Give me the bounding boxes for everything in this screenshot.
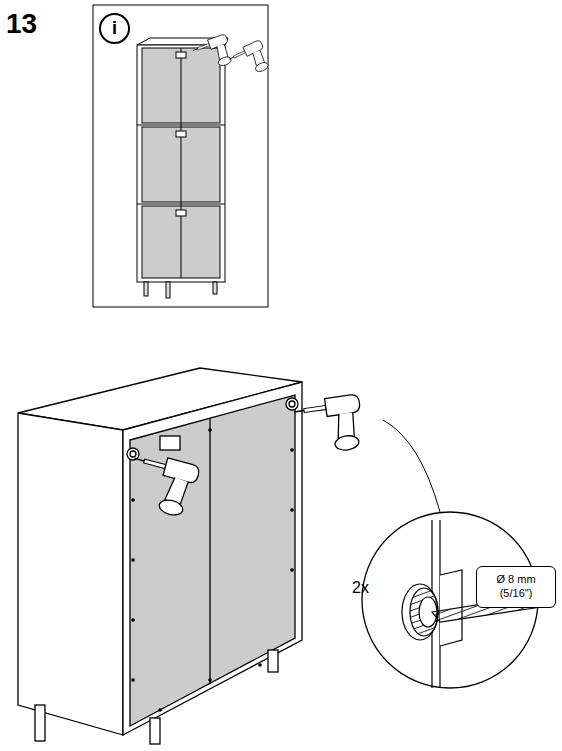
info-panel: [93, 5, 268, 307]
info-icon: i: [99, 13, 130, 44]
step-number: 13: [6, 8, 37, 40]
hole-dot: [131, 498, 135, 502]
hole-dot: [131, 618, 135, 622]
hole-dot: [258, 663, 262, 667]
info-symbol: i: [112, 17, 117, 40]
hole-dot: [290, 448, 294, 452]
tall-cabinet: [137, 38, 228, 298]
quantity-label: 2x: [352, 579, 369, 597]
leader-line: [383, 420, 440, 512]
dimension-text: Ø 8 mm (5/16"): [487, 573, 545, 601]
hole-dot: [208, 678, 212, 682]
hole-dot: [208, 428, 212, 432]
drill-size-box: Ø 8 mm (5/16"): [476, 566, 556, 608]
hole-dot: [131, 558, 135, 562]
hole-dot: [158, 708, 162, 712]
hole-dot: [290, 508, 294, 512]
cabinet: [18, 368, 302, 744]
hole-dot: [131, 678, 135, 682]
hole-dot: [290, 568, 294, 572]
